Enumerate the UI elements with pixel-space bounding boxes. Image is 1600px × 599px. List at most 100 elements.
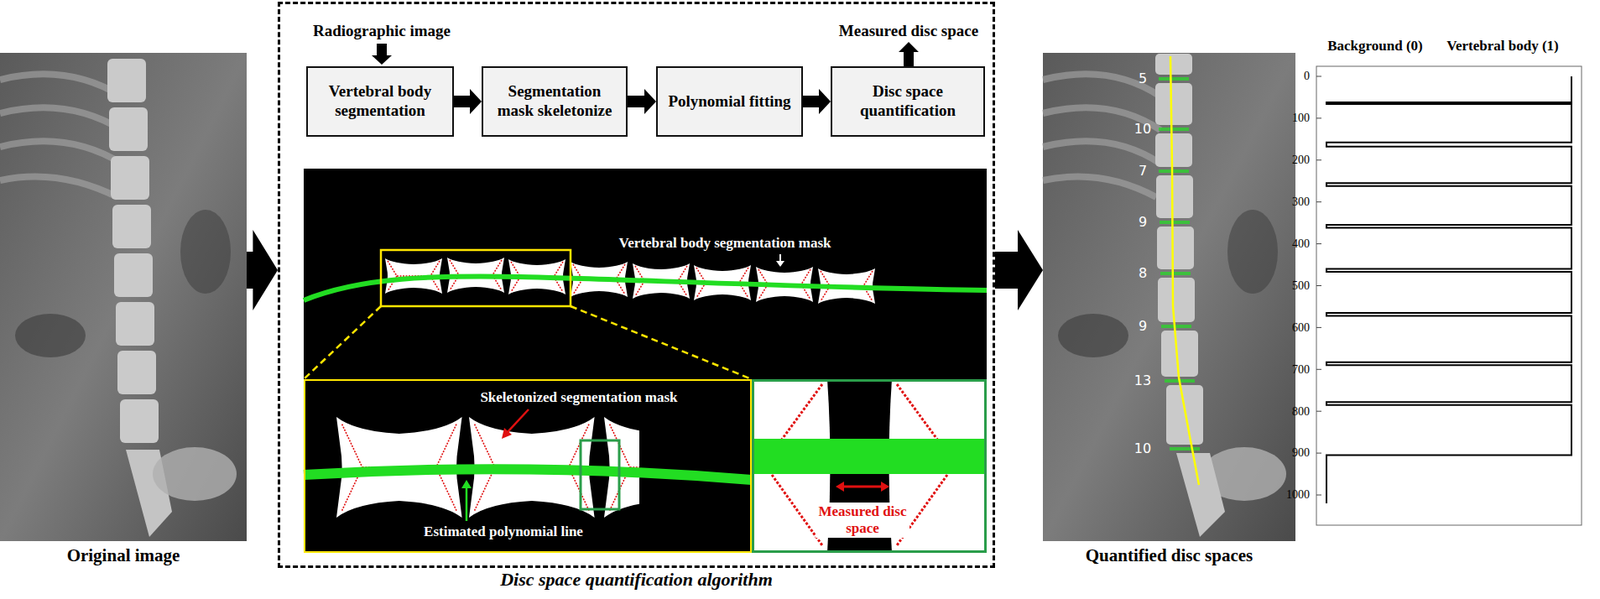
axis-tick: 0: [1303, 69, 1310, 83]
axis-tick: 300: [1292, 195, 1310, 209]
sacrum: [1176, 453, 1225, 537]
input-label: Radiographic image: [312, 21, 451, 42]
mask-panel: [303, 168, 987, 380]
image-panel: Quantified disc spaces: [1042, 52, 1296, 574]
disc-width-value: 9: [1138, 318, 1147, 334]
box-text: Disc space quantification: [837, 82, 979, 121]
input-arrow: [371, 43, 392, 65]
axis-tick: 900: [1292, 446, 1310, 459]
polynomial-line: [303, 469, 752, 480]
axis-tick: 200: [1292, 153, 1310, 167]
spine: [1155, 53, 1204, 445]
axis-header: Vertebral body (1): [1446, 37, 1559, 55]
vertebra: [119, 399, 159, 443]
flow-arrow: [453, 88, 482, 115]
disc-width-value: 5: [1138, 71, 1147, 87]
process-box: Segmentation mask skeletonize: [481, 66, 628, 137]
box-text: Vertebral body segmentation: [312, 82, 448, 121]
xray-original: [0, 52, 247, 542]
gas-shadow: [1227, 209, 1278, 294]
disc-width-value: 13: [1134, 373, 1152, 389]
flow-arrow: [802, 88, 831, 115]
rib: [0, 73, 122, 198]
disc-width-value: 10: [1134, 121, 1152, 137]
pelvis: [152, 447, 237, 501]
vertebra: [1155, 83, 1193, 126]
plot-frame: [1316, 66, 1582, 526]
caption: Original image: [0, 545, 247, 567]
spine: [107, 58, 159, 443]
vertebra: [114, 253, 153, 298]
zoom-guide: [303, 306, 752, 380]
disc-measure-head: [835, 481, 890, 492]
axis-tick: 1000: [1286, 488, 1310, 501]
rib: [1042, 73, 1161, 198]
line-pointer: [465, 486, 469, 522]
vertebra: [1155, 53, 1193, 75]
axis-header: Background (0): [1327, 37, 1423, 55]
vertebra: [1157, 226, 1194, 270]
disc-space-label: Measured disc space: [815, 502, 910, 537]
disc-marker: [1158, 78, 1200, 449]
polyline-label: Estimated polynomial line: [421, 523, 586, 541]
gas-shadow: [1057, 313, 1129, 358]
output-label: Measured disc space: [839, 21, 979, 42]
box-text: Polynomial fitting: [667, 92, 791, 112]
flow-arrow: [627, 88, 657, 115]
xray-quantified: [1042, 52, 1296, 542]
skeleton-label: Skeletonized segmentation mask: [477, 389, 680, 407]
vertebra: [1161, 330, 1199, 377]
pointer-arrow: [779, 254, 782, 262]
xray-ground: [1042, 52, 1296, 542]
process-box: Disc space quantification: [830, 66, 986, 137]
vertebra: [112, 204, 152, 249]
mask-profile: [1326, 76, 1572, 504]
image-panel: Original image: [0, 52, 247, 574]
disc-zoom-border: [753, 380, 986, 553]
polynomial-line: [303, 276, 987, 301]
stage-arrow: [995, 229, 1043, 311]
axis-tick: 700: [1292, 363, 1310, 376]
axis-tick: 100: [1292, 111, 1310, 125]
line-pointer-head: [461, 479, 472, 489]
disc-measure: [842, 485, 883, 489]
axis-tick: 400: [1292, 237, 1310, 251]
disc-zoom-panel: [751, 379, 987, 553]
polynomial-band: [751, 438, 987, 475]
axis-ticks: [1316, 76, 1322, 496]
skeleton-pointer-head: [501, 427, 512, 439]
gas-shadow: [180, 209, 231, 294]
skeleton-pointer: [506, 409, 529, 433]
disc-width-value: 9: [1138, 214, 1147, 230]
vertebra: [1155, 133, 1193, 167]
disc-box: [580, 440, 620, 510]
stage-arrow: [246, 229, 278, 311]
output-arrow: [898, 41, 919, 67]
zoom-box: [380, 250, 571, 307]
disc-width-value: 8: [1138, 265, 1147, 282]
gas-shadow: [15, 313, 86, 358]
vertebra: [110, 156, 150, 200]
caption: Quantified disc spaces: [1042, 545, 1296, 567]
mask-label: Vertebral body segmentation mask: [616, 234, 834, 252]
xray-detail: [1042, 73, 1287, 501]
disc-width-value: 10: [1134, 441, 1152, 457]
pointer-head: [776, 260, 785, 267]
axis-tick: 600: [1292, 321, 1310, 334]
vertebra: [109, 107, 148, 152]
box-text: Segmentation mask skeletonize: [488, 82, 621, 121]
zoom-panel: [303, 379, 752, 553]
vertebra: [107, 58, 146, 103]
vertebra: [115, 302, 155, 346]
fitted-line: [1170, 56, 1199, 485]
process-box: Polynomial fitting: [656, 66, 803, 137]
process-box: Vertebral body segmentation: [306, 66, 454, 137]
axis-tick: 800: [1292, 405, 1310, 418]
xray-ground: [0, 52, 247, 542]
vertebra: [1156, 175, 1194, 219]
disc-width-value: 7: [1138, 163, 1147, 179]
vertebra: [1157, 277, 1195, 323]
vertebra: [117, 350, 157, 395]
axis-tick: 500: [1292, 279, 1310, 292]
